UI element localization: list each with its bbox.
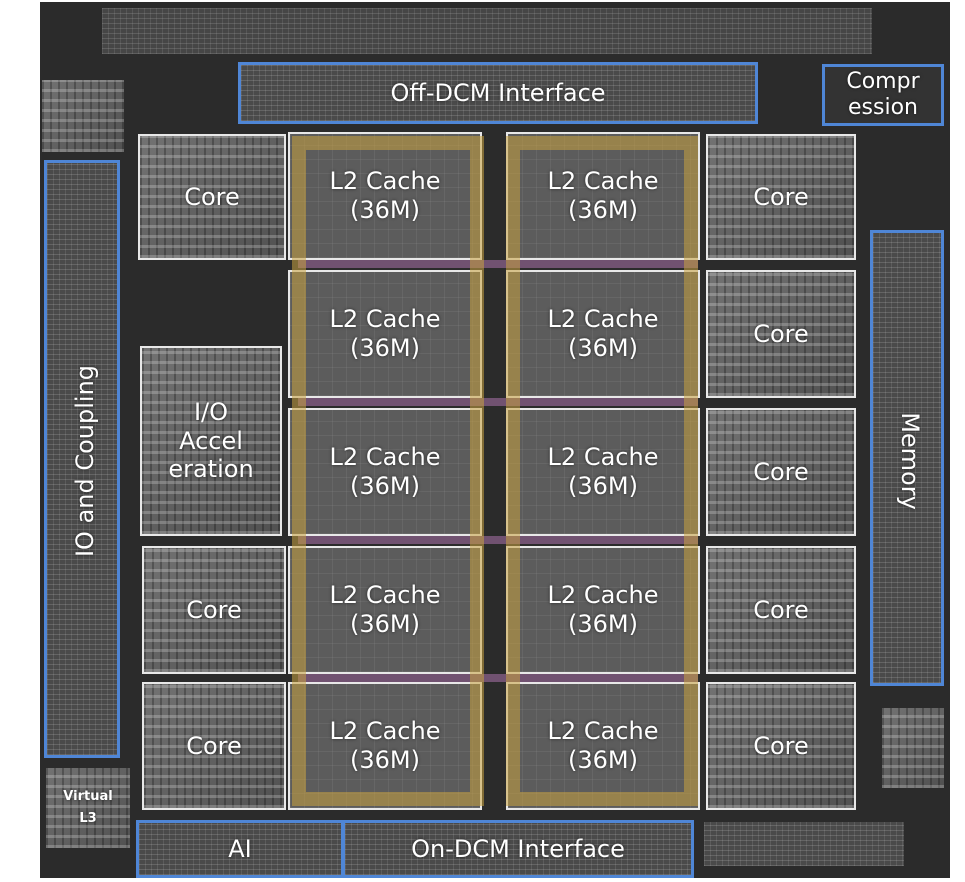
compression-block: Compr ession (822, 64, 944, 126)
off-dcm-interface-block: Off-DCM Interface (238, 62, 758, 124)
crossbar-highlight (298, 536, 698, 544)
crossbar-highlight (298, 260, 698, 268)
off-dcm-interface-label: Off-DCM Interface (241, 65, 755, 121)
core-block: Core (142, 546, 286, 674)
io-acceleration-label: I/O Accel eration (142, 348, 280, 534)
l2-cache-label: L2 Cache (36M) (508, 684, 698, 808)
core-block: Core (706, 408, 856, 536)
l2-cache-label: L2 Cache (36M) (508, 272, 698, 396)
l2-cache-label: L2 Cache (36M) (508, 134, 698, 258)
crossbar-highlight (298, 398, 698, 406)
l2-cache-block: L2 Cache (36M) (506, 270, 700, 398)
core-block: Core (706, 682, 856, 810)
l2-cache-block: L2 Cache (36M) (288, 132, 482, 260)
core-label: Core (140, 136, 284, 258)
l2-cache-block: L2 Cache (36M) (288, 682, 482, 810)
core-label: Core (708, 410, 854, 534)
core-label: Core (144, 548, 284, 672)
top-circuit-strip (102, 8, 872, 54)
memory-block: Memory (870, 230, 944, 686)
l2-cache-block: L2 Cache (36M) (288, 270, 482, 398)
core-label: Core (708, 548, 854, 672)
l2-cache-block: L2 Cache (36M) (506, 132, 700, 260)
io-coupling-label: IO and Coupling (71, 365, 99, 557)
l2-cache-label: L2 Cache (36M) (290, 272, 480, 396)
l2-cache-block: L2 Cache (36M) (288, 408, 482, 536)
core-block: Core (706, 546, 856, 674)
core-label: Core (708, 684, 854, 808)
l2-cache-label: L2 Cache (36M) (508, 410, 698, 534)
ai-block: AI (136, 820, 344, 878)
bottom-right-circuitry (704, 822, 904, 866)
l2-cache-label: L2 Cache (36M) (508, 548, 698, 672)
processor-die: Off-DCM Interface Compr ession IO and Co… (40, 2, 950, 878)
l2-cache-block: L2 Cache (36M) (288, 546, 482, 674)
l2-cache-block: L2 Cache (36M) (506, 408, 700, 536)
l2-cache-block: L2 Cache (36M) (506, 546, 700, 674)
crossbar-highlight (298, 674, 698, 682)
right-bottom-circuitry (882, 708, 944, 788)
ai-label: AI (139, 823, 341, 875)
core-block: Core (142, 682, 286, 810)
on-dcm-interface-block: On-DCM Interface (342, 820, 694, 878)
virtual-l3-label: Virtual L3 (46, 768, 130, 848)
core-label: Core (708, 136, 854, 258)
core-label: Core (144, 684, 284, 808)
core-block: Core (138, 134, 286, 260)
memory-label: Memory (896, 412, 924, 510)
io-coupling-block: IO and Coupling (44, 160, 120, 758)
l2-cache-label: L2 Cache (36M) (290, 410, 480, 534)
l2-cache-label: L2 Cache (36M) (290, 134, 480, 258)
core-label: Core (708, 272, 854, 396)
virtual-l3-region: Virtual L3 (46, 768, 130, 848)
on-dcm-interface-label: On-DCM Interface (345, 823, 691, 875)
core-block: Core (706, 270, 856, 398)
io-acceleration-block: I/O Accel eration (140, 346, 282, 536)
l2-cache-label: L2 Cache (36M) (290, 548, 480, 672)
compression-label: Compr ession (825, 67, 941, 123)
core-block: Core (706, 134, 856, 260)
left-top-circuitry (42, 80, 124, 152)
l2-cache-block: L2 Cache (36M) (506, 682, 700, 810)
l2-cache-label: L2 Cache (36M) (290, 684, 480, 808)
